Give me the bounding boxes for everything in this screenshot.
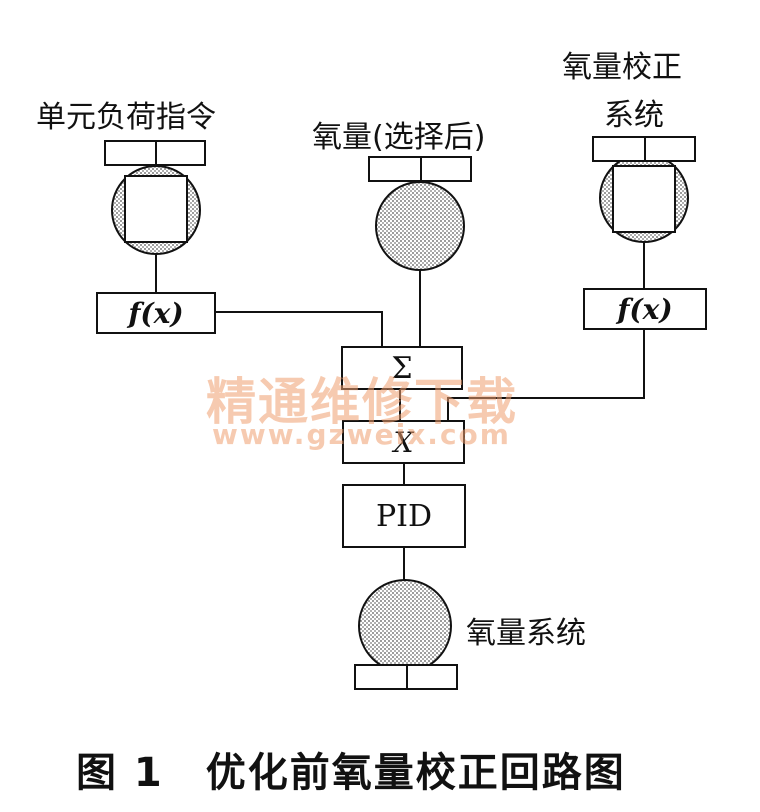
unit-load-command-label: 单元负荷指令 [36, 100, 216, 135]
oxygen-correction-instrument-square [612, 165, 676, 233]
pid-text: PID [375, 498, 433, 534]
unit-load-instrument-square [124, 175, 188, 243]
oxygen-system-instrument [358, 579, 452, 673]
function-block-right-text: f(x) [617, 292, 673, 326]
unit-load-tag [104, 140, 206, 166]
multiplier-symbol: X [393, 425, 414, 459]
watermark-chinese: 精通维修下载 [206, 373, 518, 431]
oxygen-selected-label: 氧量(选择后) [312, 120, 486, 155]
oxygen-system-label: 氧量系统 [466, 616, 586, 651]
multiplier-block: X [342, 420, 465, 464]
watermark-url: www.gzweix.com [212, 418, 511, 451]
oxygen-correction-label-line2: 系统 [604, 98, 664, 133]
function-block-left-text: f(x) [128, 296, 184, 330]
summation-block: Σ [341, 346, 463, 390]
function-block-right: f(x) [583, 288, 707, 330]
summation-symbol: Σ [391, 350, 413, 386]
pid-block: PID [342, 484, 466, 548]
oxygen-system-tag [354, 664, 458, 690]
oxygen-correction-label-line1: 氧量校正 [562, 50, 682, 85]
function-block-left: f(x) [96, 292, 216, 334]
figure-caption: 图 1 优化前氧量校正回路图 [76, 750, 626, 796]
oxygen-selected-tag [368, 156, 472, 182]
oxygen-selected-instrument [375, 181, 465, 271]
oxygen-correction-tag [592, 136, 696, 162]
